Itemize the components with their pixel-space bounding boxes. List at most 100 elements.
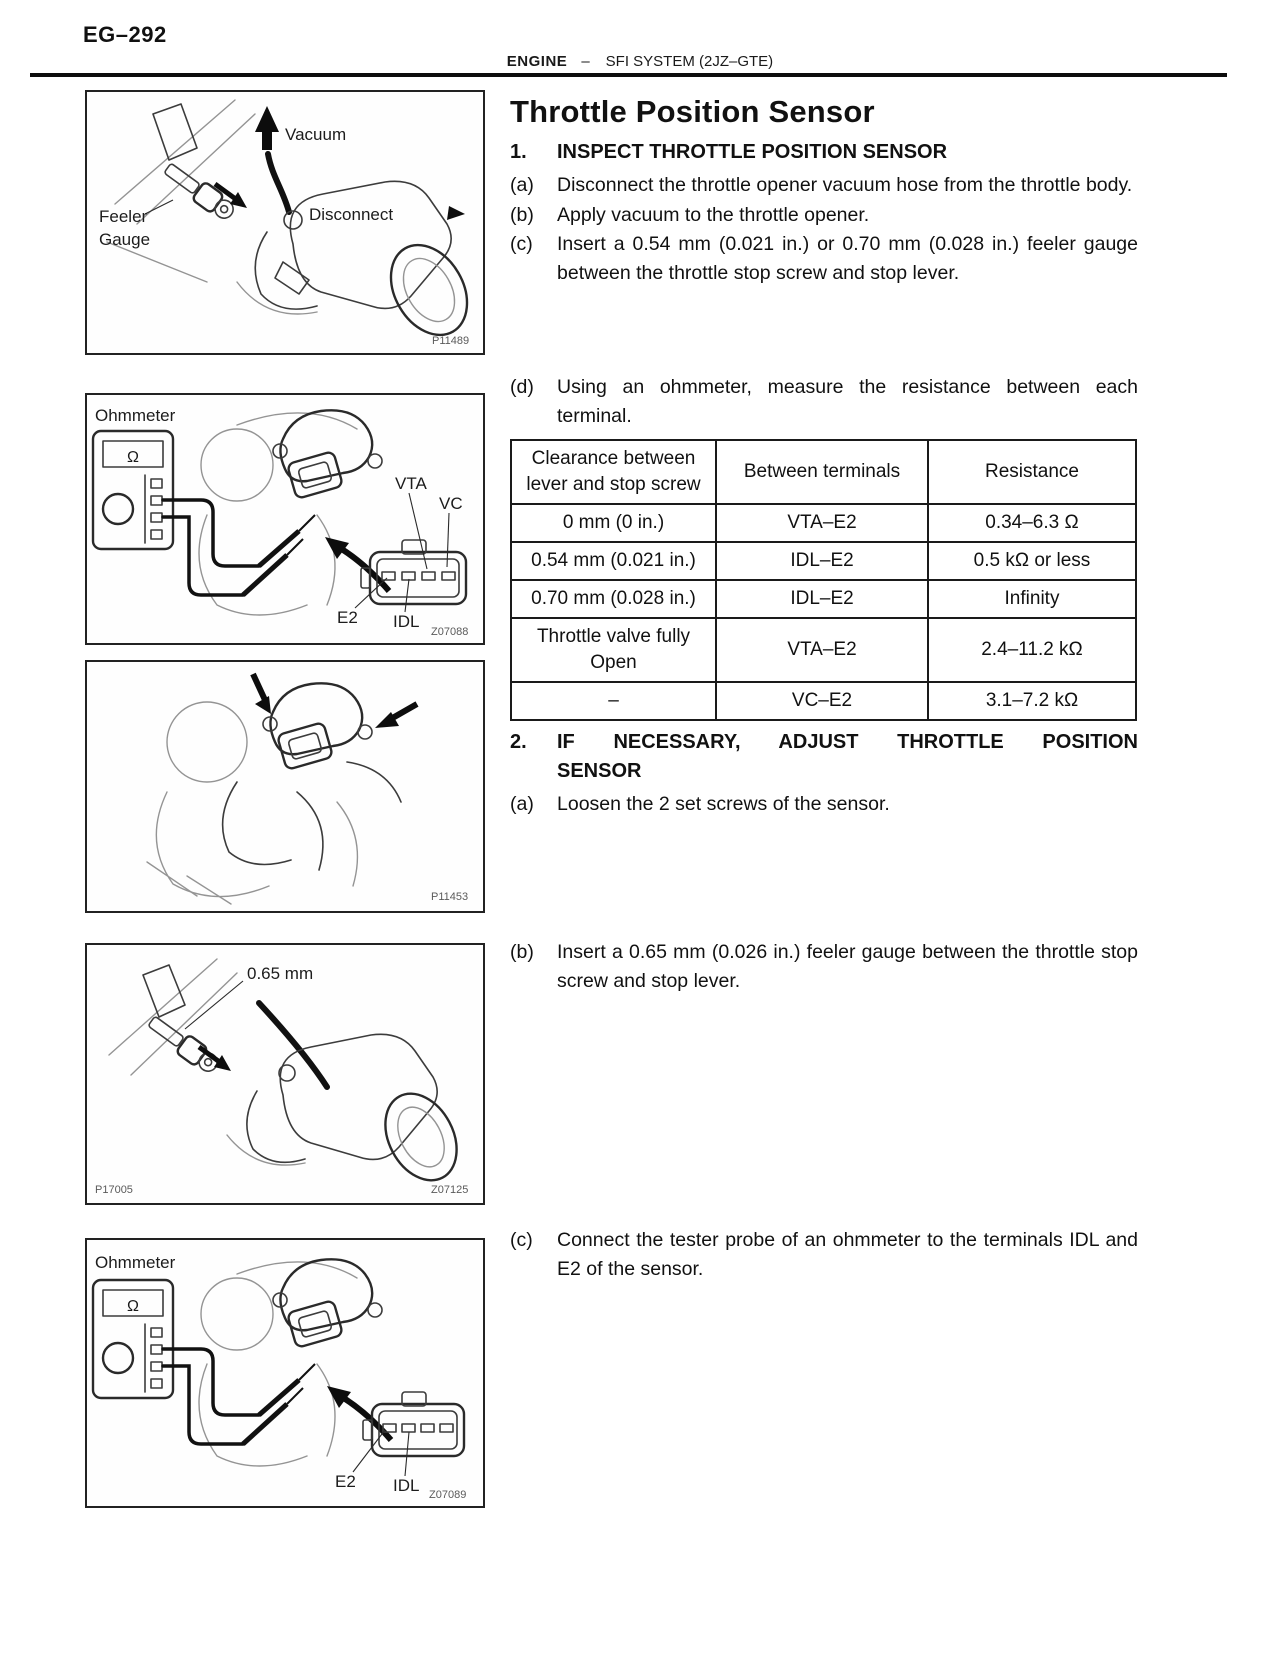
procedure-step: (d) Using an ohmmeter, measure the resis… <box>510 373 1138 430</box>
table-row: Throttle valve fully Open VTA–E2 2.4–11.… <box>510 617 1137 683</box>
step-label: (a) <box>510 793 534 815</box>
header-section: ENGINE <box>506 53 568 70</box>
table-row: – VC–E2 3.1–7.2 kΩ <box>510 681 1137 721</box>
omega-icon: Ω <box>127 449 139 466</box>
procedure-step: (c) Insert a 0.54 mm (0.021 in.) or 0.70… <box>510 230 1138 287</box>
table-row: 0.70 mm (0.028 in.) IDL–E2 Infinity <box>510 579 1137 619</box>
procedure-step: (b) Insert a 0.65 mm (0.026 in.) feeler … <box>510 938 1138 995</box>
pointer-arrow-icon <box>197 1044 231 1071</box>
omega-icon: Ω <box>127 1298 139 1315</box>
header-rule <box>30 73 1227 77</box>
figure-code-right: Z07125 <box>431 1184 468 1196</box>
figure-code: Z07089 <box>429 1489 466 1501</box>
section2-title-line1: IF NECESSARY, ADJUST THROTTLE POSITION <box>557 731 1138 753</box>
feeler-gauge-drawing <box>164 163 234 219</box>
table-cell: 3.1–7.2 kΩ <box>927 681 1137 721</box>
e2-label: E2 <box>337 608 358 627</box>
section2-heading: 2. IF NECESSARY, ADJUST THROTTLE POSITIO… <box>510 728 1138 786</box>
e2-label: E2 <box>335 1472 356 1491</box>
vc-label: VC <box>439 494 463 513</box>
sensor-drawing <box>262 682 373 770</box>
section2-number: 2. <box>510 731 527 753</box>
feeler-gauge-label-line2: Gauge <box>99 230 150 249</box>
engine-background-drawing <box>198 1261 358 1467</box>
disconnect-label: Disconnect <box>309 205 393 224</box>
figure-set-screws: P11453 <box>85 660 485 913</box>
figure-code: P11453 <box>431 891 468 903</box>
table-cell: 0.34–6.3 Ω <box>927 503 1137 543</box>
table-header-row: Clearance between lever and stop screw B… <box>510 439 1137 505</box>
table-header-cell: Clearance between lever and stop screw <box>510 439 717 505</box>
section-inspect: Throttle Position Sensor 1. INSPECT THRO… <box>510 94 1138 288</box>
engine-background-drawing <box>146 701 402 905</box>
pointer-arrow-icon <box>327 1386 394 1442</box>
figure3-drawing: P11453 <box>146 672 468 905</box>
figure-code-left: P17005 <box>95 1184 133 1196</box>
step-label: (d) <box>510 376 534 398</box>
resistance-table: Clearance between lever and stop screw B… <box>510 439 1137 721</box>
step-label: (b) <box>510 941 534 963</box>
page-title: Throttle Position Sensor <box>510 94 875 129</box>
e2-leader-line <box>352 1429 386 1473</box>
table-cell: IDL–E2 <box>715 579 929 619</box>
table-cell: 2.4–11.2 kΩ <box>927 617 1137 683</box>
header-subsection: SFI SYSTEM (2JZ–GTE) <box>605 53 774 70</box>
idl-label: IDL <box>393 612 419 631</box>
ohmmeter-label: Ohmmeter <box>95 1253 176 1272</box>
header-dash: – <box>581 53 590 70</box>
test-lead-wires <box>161 1347 316 1446</box>
procedure-step: (a) Disconnect the throttle opener vacuu… <box>510 171 1138 200</box>
table-header-cell: Between terminals <box>715 439 929 505</box>
section1-title: INSPECT THROTTLE POSITION SENSOR <box>557 141 948 163</box>
screw-arrow-left-icon <box>250 672 271 714</box>
page-number: EG–292 <box>83 22 167 47</box>
table-header-cell: Resistance <box>927 439 1137 505</box>
figure-inspect-vacuum: Vacuum Feeler Gauge Disconnect P11489 <box>85 90 485 355</box>
table-cell: 0 mm (0 in.) <box>510 503 717 543</box>
table-cell: Infinity <box>927 579 1137 619</box>
feeler-gauge-drawing <box>148 1016 218 1072</box>
disconnect-arrow-icon <box>447 206 465 220</box>
throttle-body-drawing <box>236 180 469 337</box>
idl-leader-line <box>404 578 410 613</box>
table-cell: IDL–E2 <box>715 541 929 581</box>
vacuum-arrow-icon <box>255 106 292 215</box>
vacuum-label: Vacuum <box>285 125 346 144</box>
sensor-drawing <box>272 1258 383 1348</box>
ohmmeter-label: Ohmmeter <box>95 406 176 425</box>
vc-leader-line <box>446 512 450 568</box>
idl-leader-line <box>404 1431 410 1477</box>
step-text: Insert a 0.65 mm (0.026 in.) feeler gaug… <box>557 941 1138 992</box>
running-header: ENGINE–SFI SYSTEM (2JZ–GTE) <box>0 53 1280 70</box>
measurement-leader-line <box>184 980 244 1030</box>
figure5-drawing: Ω <box>91 1253 466 1501</box>
step-label: (a) <box>510 174 534 196</box>
figure-code: P11489 <box>432 335 469 347</box>
step-text: Using an ohmmeter, measure the resistanc… <box>557 376 1138 427</box>
step-text: Disconnect the throttle opener vacuum ho… <box>557 174 1133 196</box>
step-label: (b) <box>510 203 534 226</box>
table-row: 0 mm (0 in.) VTA–E2 0.34–6.3 Ω <box>510 503 1137 543</box>
table-cell: 0.54 mm (0.021 in.) <box>510 541 717 581</box>
table-cell: 0.5 kΩ or less <box>927 541 1137 581</box>
test-lead-wires <box>161 498 316 597</box>
section2-title-line2: SENSOR <box>557 760 642 782</box>
connector-drawing <box>360 539 468 606</box>
idl-label: IDL <box>393 1476 419 1495</box>
step-label: (c) <box>510 233 533 255</box>
table-cell: VTA–E2 <box>715 617 929 683</box>
table-row: 0.54 mm (0.021 in.) IDL–E2 0.5 kΩ or les… <box>510 541 1137 581</box>
section1-number: 1. <box>510 141 527 163</box>
section-adjust-step-b: (b) Insert a 0.65 mm (0.026 in.) feeler … <box>510 938 1138 996</box>
figure-code: Z07088 <box>431 626 468 638</box>
sensor-drawing <box>272 409 383 499</box>
feeler-gauge-label-line1: Feeler <box>99 207 148 226</box>
procedure-step: (b) Apply vacuum to the throttle opener. <box>510 201 1138 230</box>
table-cell: – <box>510 681 717 721</box>
section-measure: (d) Using an ohmmeter, measure the resis… <box>510 373 1138 721</box>
vta-leader-line <box>408 492 428 570</box>
procedure-step: (c) Connect the tester probe of an ohmme… <box>510 1226 1138 1283</box>
step-text: Connect the tester probe of an ohmmeter … <box>557 1229 1138 1280</box>
figure4-drawing: 0.65 mm P17005 Z07125 <box>95 958 468 1196</box>
